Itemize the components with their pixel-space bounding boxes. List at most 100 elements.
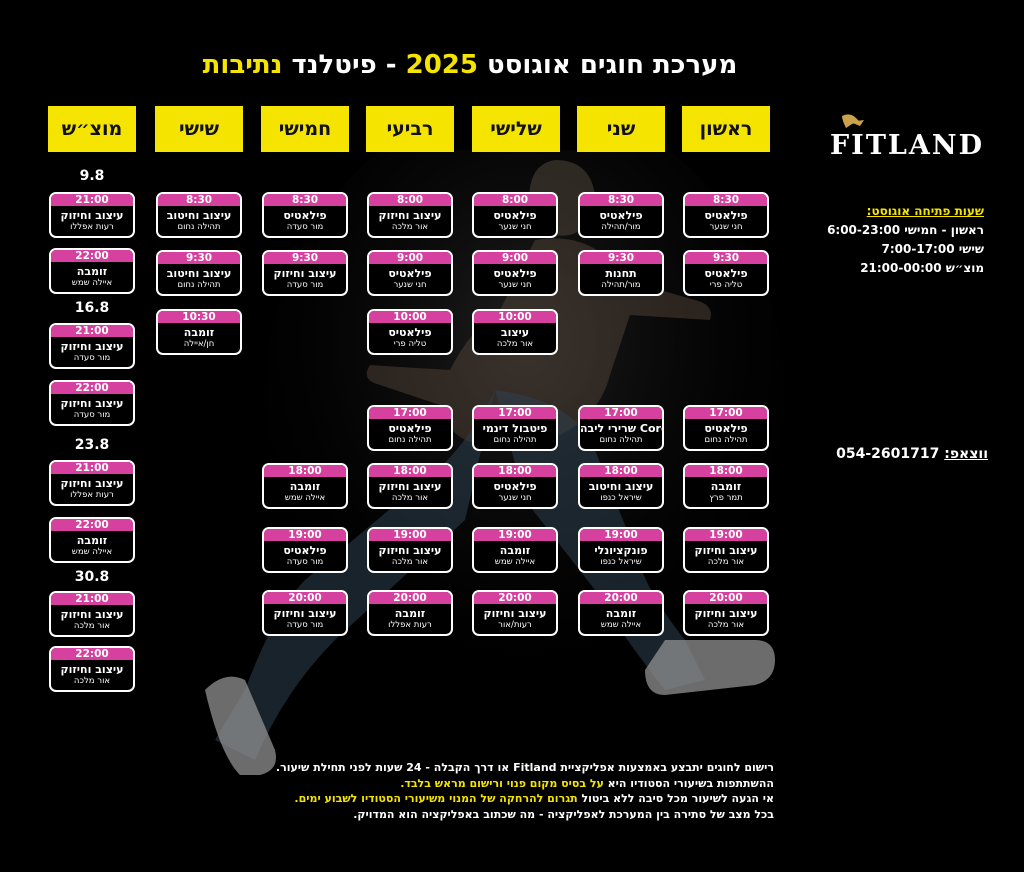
class-name: עיצוב וחיזוק	[378, 480, 442, 493]
class-name: פילאטיס	[704, 267, 748, 280]
class-time: 18:00	[685, 465, 767, 477]
class-name: עיצוב וחיזוק	[378, 544, 442, 557]
class-instructor: מור סעדה	[286, 620, 324, 630]
note-line: רישום לחוגים יתבצע באמצעות אפליקציית Fit…	[275, 761, 774, 774]
class-name: עיצוב וחיזוק	[273, 607, 337, 620]
class-time: 9:30	[580, 252, 662, 264]
class-time: 9:30	[685, 252, 767, 264]
class-instructor: רעות/אור	[498, 620, 532, 630]
day-header-saturday-night: מוצ״ש	[48, 106, 136, 152]
class-instructor: מור סעדה	[286, 222, 324, 232]
class-instructor: איילה שמש	[71, 547, 113, 557]
class-time: 10:30	[158, 311, 240, 323]
class-name: עיצוב וחיזוק	[378, 209, 442, 222]
class-name: שרירי ליבה Core	[580, 422, 662, 435]
class-name: פילאטיס	[388, 422, 432, 435]
opening-hours-line: שישי 7:00-17:00	[881, 242, 984, 256]
opening-hours-title: שעות פתיחה אוגוסט:	[866, 204, 984, 218]
class-name: פילאטיס	[493, 209, 537, 222]
class-time: 8:30	[158, 194, 240, 206]
date-label: 30.8	[74, 569, 110, 585]
class-instructor: רעות אפללו	[70, 222, 114, 232]
class-name: עיצוב וחיטוב	[166, 209, 232, 222]
class-instructor: תהילה נחום	[493, 435, 537, 445]
class-time: 17:00	[369, 407, 451, 419]
class-instructor: חן/איילה	[183, 339, 215, 349]
class-name: זומבה	[76, 265, 108, 278]
date-label: 9.8	[79, 168, 105, 184]
class-name: עיצוב וחיזוק	[60, 477, 124, 490]
title-year: 2025	[405, 50, 478, 80]
class-time: 8:30	[580, 194, 662, 206]
class-time: 9:30	[158, 252, 240, 264]
class-name: פילאטיס	[704, 209, 748, 222]
class-name: פילאטיס	[388, 267, 432, 280]
note-highlight: תגרום להרחקה של המנוי משיעורי הסטודיו לש…	[294, 792, 578, 805]
note-text: ההשתתפות בשיעורי הסטודיו היא	[603, 776, 774, 790]
date-label: 23.8	[74, 437, 110, 453]
class-time: 22:00	[51, 382, 133, 394]
class-time: 19:00	[474, 529, 556, 541]
day-header-tuesday: שלישי	[472, 106, 560, 152]
class-time: 21:00	[51, 325, 133, 337]
class-name: עיצוב וחיזוק	[483, 607, 547, 620]
note-text: אי הגעה לשיעור מכל סיבה ללא ביטול	[577, 792, 774, 805]
day-header-wednesday: רביעי	[366, 106, 454, 152]
note-highlight: על בסיס מקום פנוי ורישום מראש בלבד.	[400, 776, 604, 790]
whatsapp-number[interactable]: 054-2601717	[836, 446, 940, 462]
class-time: 10:00	[474, 311, 556, 323]
class-instructor: אור מלכה	[707, 620, 745, 630]
class-instructor: אור מלכה	[73, 621, 111, 631]
class-instructor: איילה שמש	[284, 493, 326, 503]
class-instructor: חני שנער	[498, 222, 532, 232]
class-instructor: תמר פרץ	[709, 493, 743, 503]
class-instructor: איילה שמש	[71, 278, 113, 288]
class-time: 19:00	[264, 529, 346, 541]
class-time: 19:00	[369, 529, 451, 541]
class-name: פילאטיס	[283, 209, 327, 222]
registration-notes: רישום לחוגים יתבצע באמצעות אפליקציית Fit…	[200, 760, 774, 822]
